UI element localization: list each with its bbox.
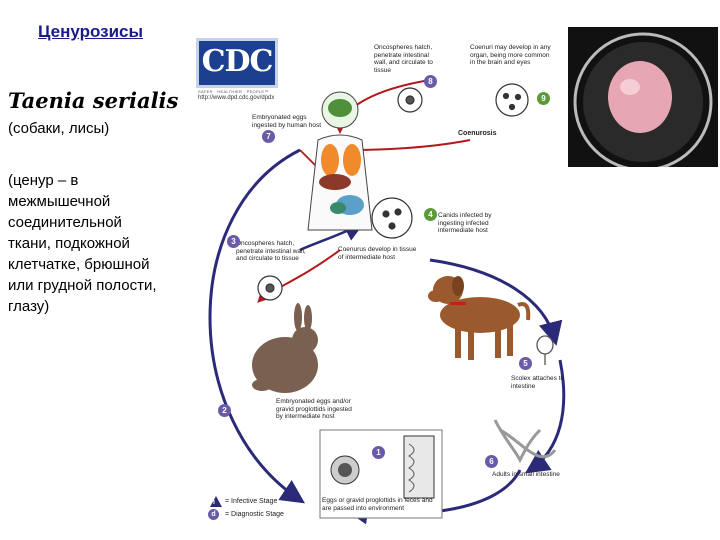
stage-label-6: Scolex attaches to intestine — [511, 375, 565, 390]
stage-badge-3: 3 — [227, 235, 240, 248]
coenurus-in-tissue-icon — [371, 197, 413, 239]
cycle-arc-top-right — [429, 258, 563, 346]
stage-badge-5: 5 — [519, 357, 532, 370]
stage-label-7: Adults in small intestine — [492, 471, 560, 478]
legend-infective: = Infective Stage — [225, 498, 278, 505]
stage-label-oncospheres-human: Oncospheres hatch, penetrate intestinal … — [374, 44, 433, 74]
stage-badge-4: 4 — [424, 208, 437, 221]
stage-label-3: Oncospheres hatch, penetrate intestinal … — [236, 240, 306, 262]
cdc-url: http://www.dpd.cdc.gov/dpdx — [198, 95, 275, 101]
definitive-hosts: (собаки, лисы) — [8, 120, 110, 137]
stage-badge-1: 1 — [372, 446, 385, 459]
cdc-logo: CDC — [196, 38, 278, 88]
slide-title: Ценурозисы — [38, 22, 143, 41]
stage-label-1: Embryonated eggs ingested by human host — [252, 114, 322, 129]
stage-label-4: Coenurus develop in tissue of intermedia… — [338, 246, 417, 261]
stage-label-8: Eggs or gravid proglottids in feces and … — [322, 497, 433, 512]
coenurosis-label: Coenurosis — [458, 130, 497, 137]
human-arrow-2 — [346, 139, 471, 158]
infective-stage-icon: i — [210, 496, 222, 507]
infective-stage-number: i — [213, 499, 215, 506]
cycle-arc-right — [525, 359, 566, 474]
coenurus-cyst-photo — [568, 27, 718, 167]
human-organs — [319, 99, 364, 215]
rabbit-icon — [252, 303, 318, 393]
oncosphere-icon-intermediate — [257, 275, 283, 301]
cdc-tagline: SAFER · HEALTHIER · PEOPLE™ — [198, 89, 269, 94]
stage-badge-7: 7 — [262, 130, 275, 143]
adult-worms-icon — [493, 419, 557, 464]
species-name: Taenia serialis — [8, 88, 179, 113]
scolex-icon — [536, 335, 554, 365]
dog-icon — [428, 276, 531, 360]
stage-label-coenuri-human: Coenuri may develop in any organ, being … — [470, 44, 551, 66]
stage-label-2: Embryonated eggs and/or gravid proglotti… — [276, 398, 352, 420]
diagnostic-stage-icon: d — [208, 509, 219, 520]
coenurus-location-description: (ценур – в межмышечной соединительной тк… — [8, 172, 157, 315]
coenurus-human-icon — [495, 83, 529, 117]
stage-label-5: Canids infected by ingesting infected in… — [438, 212, 492, 234]
cdc-logo-text: CDC — [201, 44, 274, 79]
oncosphere-icon-human — [397, 87, 423, 113]
legend-diagnostic: = Diagnostic Stage — [225, 511, 284, 518]
eggs-proglottids-box — [319, 429, 443, 519]
stage-badge-8: 8 — [424, 75, 437, 88]
cycle-arc-left — [208, 148, 305, 504]
stage-badge-6: 6 — [485, 455, 498, 468]
stage-badge-9: 9 — [537, 92, 550, 105]
stage-badge-2: 2 — [218, 404, 231, 417]
